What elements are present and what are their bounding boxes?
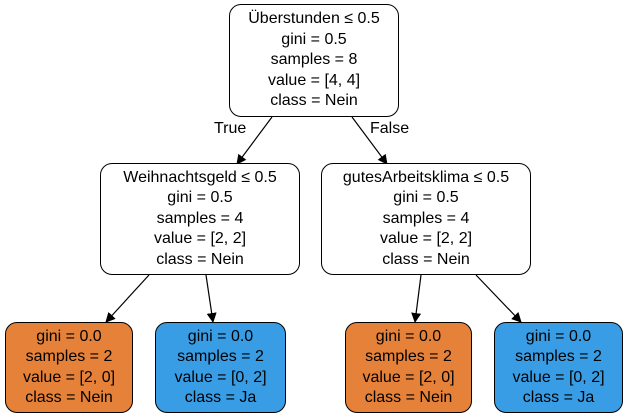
class-label: class = Nein (156, 250, 244, 268)
split-condition: Weihnachtsgeld ≤ 0.5 (123, 168, 277, 186)
edge-label-false: False (370, 120, 410, 137)
class-label: class = Nein (25, 389, 113, 406)
value-distribution: value = [4, 4] (267, 71, 361, 89)
class-label: class = Nein (364, 389, 453, 406)
samples-count: samples = 2 (365, 348, 452, 365)
tree-node-root: Überstunden ≤ 0.5 gini = 0.5 samples = 8… (229, 4, 399, 117)
value-distribution: value = [0, 2] (512, 368, 605, 386)
samples-count: samples = 4 (156, 209, 244, 227)
class-label: class = Nein (382, 250, 470, 268)
samples-count: samples = 2 (515, 348, 602, 365)
gini-value: gini = 0.0 (375, 327, 442, 345)
class-label: class = Nein (270, 92, 358, 110)
edge-right-to-leaf3 (411, 274, 422, 323)
split-condition: gutesArbeitsklima ≤ 0.5 (342, 168, 510, 186)
tree-leaf-3: gini = 0.0 samples = 2 value = [2, 0] cl… (345, 322, 472, 413)
edge-root-to-left (236, 116, 273, 165)
edge-root-to-right (351, 116, 388, 165)
edge-left-to-leaf2 (205, 274, 217, 323)
class-label: class = Ja (522, 389, 595, 406)
value-distribution: value = [2, 0] (22, 368, 116, 386)
edge-left-to-leaf1 (105, 274, 150, 323)
tree-node-left: Weihnachtsgeld ≤ 0.5 gini = 0.5 samples … (100, 163, 300, 275)
gini-value: gini = 0.0 (187, 327, 254, 345)
gini-value: gini = 0.5 (281, 30, 347, 48)
gini-value: gini = 0.0 (525, 327, 592, 345)
split-condition: Überstunden ≤ 0.5 (248, 10, 380, 28)
gini-value: gini = 0.5 (167, 189, 233, 207)
value-distribution: value = [2, 2] (379, 230, 473, 248)
tree-leaf-4: gini = 0.0 samples = 2 value = [0, 2] cl… (494, 322, 623, 413)
edge-label-true: True (214, 120, 247, 137)
tree-node-right: gutesArbeitsklima ≤ 0.5 gini = 0.5 sampl… (321, 163, 531, 275)
samples-count: samples = 2 (177, 348, 264, 365)
value-distribution: value = [2, 2] (153, 230, 247, 248)
samples-count: samples = 4 (382, 209, 470, 227)
class-label: class = Ja (184, 389, 257, 406)
value-distribution: value = [2, 0] (362, 368, 455, 386)
tree-leaf-1: gini = 0.0 samples = 2 value = [2, 0] cl… (5, 322, 133, 413)
tree-leaf-2: gini = 0.0 samples = 2 value = [0, 2] cl… (155, 322, 286, 413)
edge-right-to-leaf4 (475, 274, 522, 323)
value-distribution: value = [0, 2] (174, 368, 267, 386)
samples-count: samples = 8 (270, 51, 358, 69)
gini-value: gini = 0.0 (36, 327, 102, 345)
samples-count: samples = 2 (25, 348, 113, 365)
gini-value: gini = 0.5 (393, 189, 459, 207)
